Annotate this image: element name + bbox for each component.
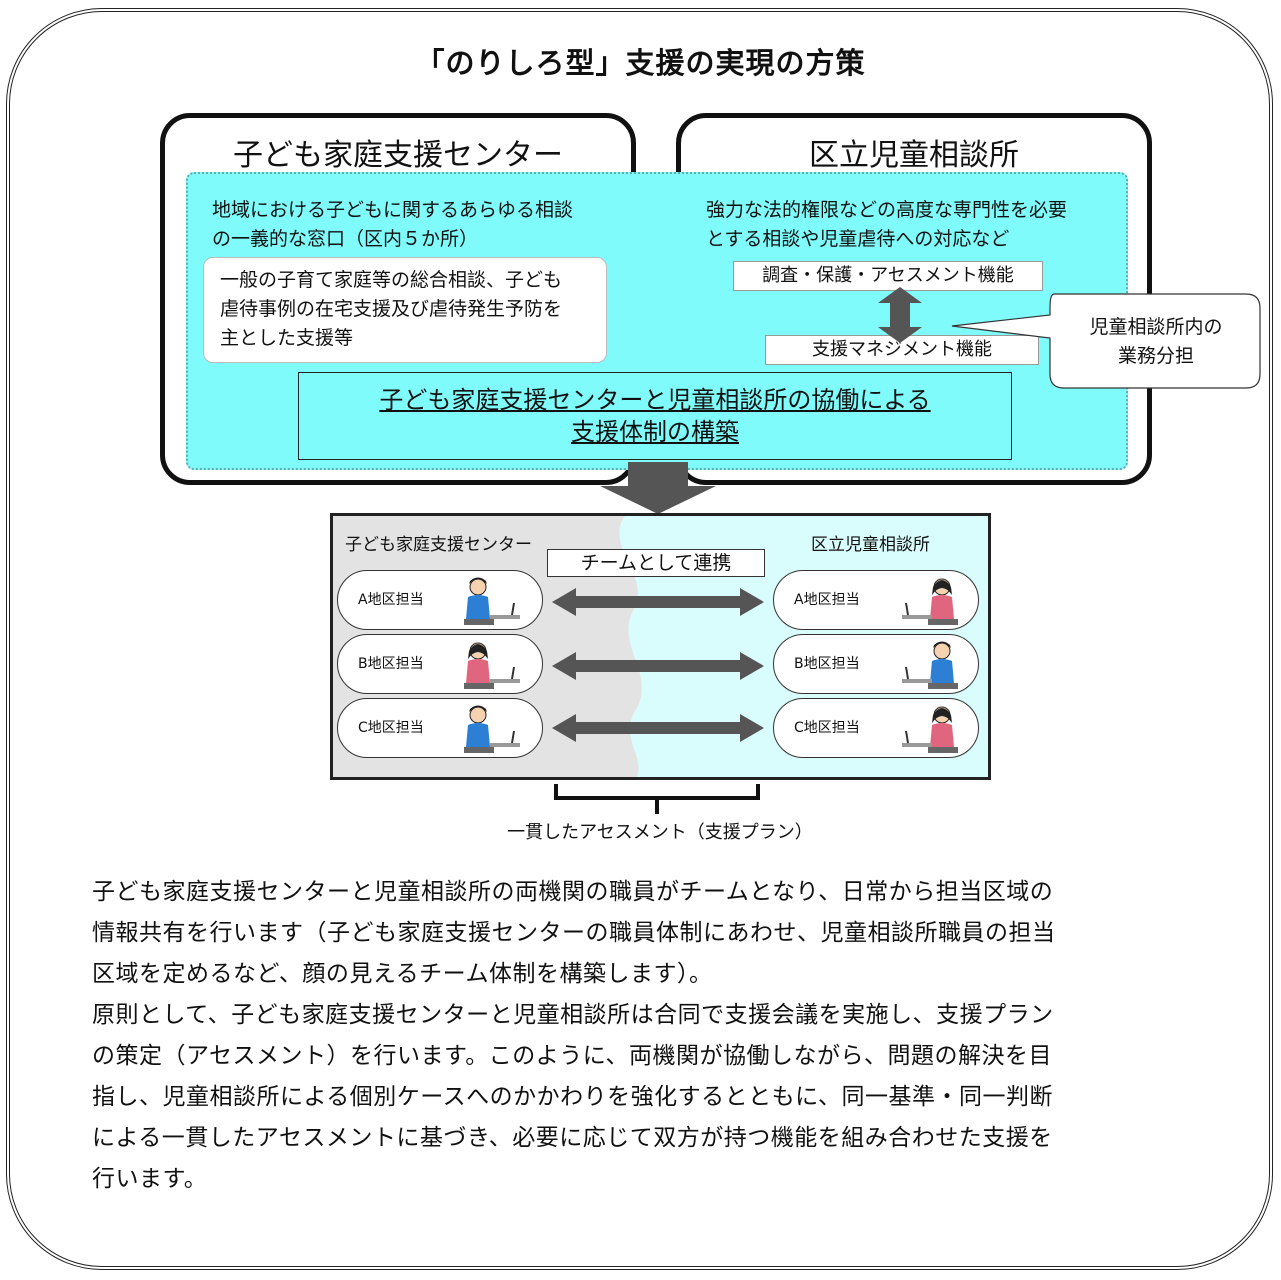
left-org-title: 子ども家庭支援センター xyxy=(233,138,563,173)
staff-person-icon xyxy=(902,706,958,753)
function-link-arrow-icon xyxy=(878,287,922,343)
function-box-investigation: 調査・保護・アセスメント機能 xyxy=(733,261,1043,291)
left-org-description: 地域における子どもに関するあらゆる相談 の一義的な窓口（区内５か所） xyxy=(212,196,622,254)
callout-text: 児童相談所内の 業務分担 xyxy=(1052,313,1260,371)
outer-frame xyxy=(6,8,1273,1270)
callout-line2: 業務分担 xyxy=(1117,345,1194,367)
function-box-management: 支援マネジメント機能 xyxy=(765,335,1039,365)
right-org-title: 区立児童相談所 xyxy=(809,138,1019,173)
right-district-c: C地区担当 xyxy=(794,720,860,736)
left-desc-line2: の一義的な窓口（区内５か所） xyxy=(212,228,479,250)
right-pill-c: C地区担当 xyxy=(773,698,979,758)
assessment-caption: 一貫したアセスメント（支援プラン） xyxy=(507,822,813,843)
right-pill-a: A地区担当 xyxy=(773,570,979,630)
collaboration-box: 子ども家庭支援センターと児童相談所の協働による 支援体制の構築 xyxy=(298,372,1012,460)
assessment-bracket xyxy=(554,784,760,814)
staff-person-icon xyxy=(902,578,958,625)
right-desc-line1: 強力な法的権限などの高度な専門性を必要 xyxy=(706,199,1068,221)
down-arrow-icon xyxy=(600,462,716,514)
collab-line1: 子ども家庭支援センターと児童相談所の協働による xyxy=(379,386,931,414)
page-title: 「のりしろ型」支援の実現の方策 xyxy=(415,46,866,80)
staff-person-icon xyxy=(464,577,520,625)
left-pill-a: A地区担当 xyxy=(337,570,543,630)
left-district-b: B地区担当 xyxy=(358,656,424,672)
left-pill-b: B地区担当 xyxy=(337,634,543,694)
body-line1: 子ども家庭支援センターと児童相談所の両機関の職員がチームとなり、日常から担当区域… xyxy=(92,879,1054,905)
left-district-a: A地区担当 xyxy=(358,592,424,608)
right-org-description: 強力な法的権限などの高度な専門性を必要 とする相談や児童虐待への対応など xyxy=(706,196,1126,254)
link-arrow-a-icon xyxy=(552,588,764,616)
staff-person-icon xyxy=(464,642,520,689)
left-services-box xyxy=(203,257,607,363)
callout-bubble xyxy=(951,293,1261,389)
body-line4: 原則として、子ども家庭支援センターと児童相談所は合同で支援会議を実施し、支援プラ… xyxy=(92,1002,1054,1028)
body-line6: 指し、児童相談所による個別ケースへのかかわりを強化するとともに、同一基準・同一判… xyxy=(92,1084,1053,1110)
collab-line2: 支援体制の構築 xyxy=(571,418,739,446)
body-line5: の策定（アセスメント）を行います。このように、両機関が協働しながら、問題の解決を… xyxy=(92,1043,1053,1069)
body-line8: 行います。 xyxy=(92,1166,208,1192)
right-district-b: B地区担当 xyxy=(794,656,860,672)
body-text: 子ども家庭支援センターと児童相談所の両機関の職員がチームとなり、日常から担当区域… xyxy=(92,872,1202,1200)
left-desc-line1: 地域における子どもに関するあらゆる相談 xyxy=(212,199,574,221)
team-link-label: チームとして連携 xyxy=(547,549,765,577)
link-arrow-b-icon xyxy=(552,652,764,680)
left-pill-c: C地区担当 xyxy=(337,698,543,758)
left-services-text: 一般の子育て家庭等の総合相談、子ども 虐待事例の在宅支援及び虐待発生予防を 主と… xyxy=(220,266,600,353)
right-pill-b: B地区担当 xyxy=(773,634,979,694)
team-left-label: 子ども家庭支援センター xyxy=(345,535,532,555)
services-line3: 主とした支援等 xyxy=(220,327,354,349)
staff-person-icon xyxy=(464,705,520,753)
right-desc-line2: とする相談や児童虐待への対応など xyxy=(706,228,1010,250)
body-line7: による一貫したアセスメントに基づき、必要に応じて双方が持つ機能を組み合わせた支援… xyxy=(92,1125,1053,1151)
body-line2: 情報共有を行います（子ども家庭支援センターの職員体制にあわせ、児童相談所職員の担… xyxy=(92,920,1056,946)
right-district-a: A地区担当 xyxy=(794,592,860,608)
link-arrow-c-icon xyxy=(552,714,764,742)
team-right-label: 区立児童相談所 xyxy=(811,535,930,555)
services-line2: 虐待事例の在宅支援及び虐待発生予防を xyxy=(220,298,563,320)
body-line3: 区域を定めるなど、顔の見えるチーム体制を構築します）。 xyxy=(92,961,713,987)
services-line1: 一般の子育て家庭等の総合相談、子ども xyxy=(220,269,563,291)
staff-person-icon xyxy=(902,641,958,689)
callout-line1: 児童相談所内の xyxy=(1089,316,1223,338)
left-district-c: C地区担当 xyxy=(358,720,424,736)
